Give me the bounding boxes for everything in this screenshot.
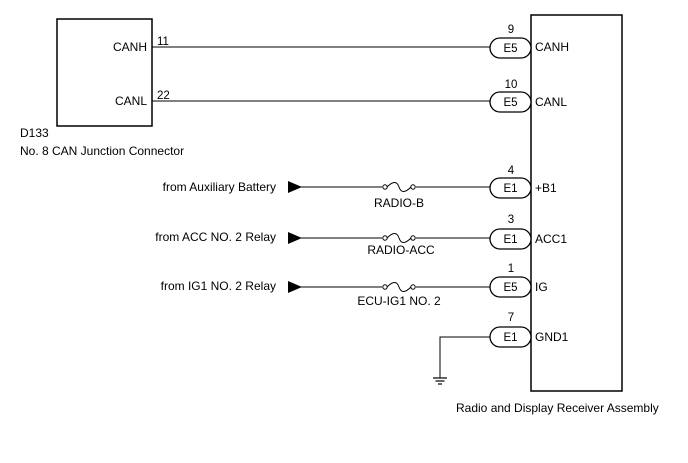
terminal-canh-pin: 9 (508, 24, 514, 36)
terminal-acc1-label: ACC1 (535, 232, 567, 246)
radio-acc-fuse-icon (382, 233, 416, 243)
terminal-ig-connector (489, 276, 532, 298)
terminal-canl-pin: 10 (505, 79, 518, 91)
terminal-canh-label: CANH (535, 40, 569, 54)
d133-canl-label: CANL (115, 94, 147, 108)
terminal-ig-connector-id: E5 (503, 282, 517, 294)
radio-receiver-name: Radio and Display Receiver Assembly (456, 401, 659, 415)
ig1-relay-arrow-icon (288, 281, 302, 293)
terminal-ig-label: IG (535, 280, 548, 294)
radio-b-fuse-label: RADIO-B (374, 196, 424, 210)
ground-icon (433, 377, 447, 385)
d133-connector-name: No. 8 CAN Junction Connector (20, 144, 184, 158)
acc-relay-arrow-icon (288, 232, 302, 244)
terminal-b1-pin: 4 (508, 165, 515, 177)
radio-b-fuse-icon (382, 182, 416, 192)
radio-acc-fuse-label: RADIO-ACC (367, 243, 435, 257)
terminal-b1-label: +B1 (535, 181, 557, 195)
terminal-canh-connector-id: E5 (503, 43, 517, 55)
terminal-canl-label: CANL (535, 95, 567, 109)
can-junction-connector-box (56, 18, 153, 127)
terminal-canl-connector-id: E5 (503, 97, 517, 109)
terminal-acc1-connector (489, 228, 532, 250)
terminal-gnd1-connector (489, 326, 532, 348)
d133-canl-pin: 22 (157, 90, 170, 102)
terminal-gnd1-label: GND1 (535, 330, 569, 344)
ecu-ig1-fuse-icon (382, 282, 416, 292)
terminal-b1-connector-id: E1 (503, 183, 517, 195)
terminal-gnd1-pin: 7 (508, 312, 514, 324)
terminal-acc1-connector-id: E1 (503, 234, 517, 246)
d133-canh-pin: 11 (157, 36, 169, 48)
ig1-relay-source: from IG1 NO. 2 Relay (161, 279, 276, 293)
d133-connector-id: D133 (20, 126, 49, 140)
ecu-ig1-fuse-label: ECU-IG1 NO. 2 (357, 294, 441, 308)
aux-battery-arrow-icon (288, 181, 302, 193)
terminal-canl-connector (489, 91, 532, 113)
d133-canh-label: CANH (113, 40, 147, 54)
terminal-ig-pin: 1 (508, 263, 514, 275)
terminal-acc1-pin: 3 (508, 214, 514, 226)
terminal-canh-connector (489, 37, 532, 59)
radio-receiver-box (530, 14, 623, 392)
gnd-wire (439, 336, 490, 378)
terminal-gnd1-connector-id: E1 (503, 332, 517, 344)
terminal-b1-connector (489, 177, 532, 199)
acc-relay-source: from ACC NO. 2 Relay (155, 230, 276, 244)
aux-battery-source: from Auxiliary Battery (163, 180, 276, 194)
